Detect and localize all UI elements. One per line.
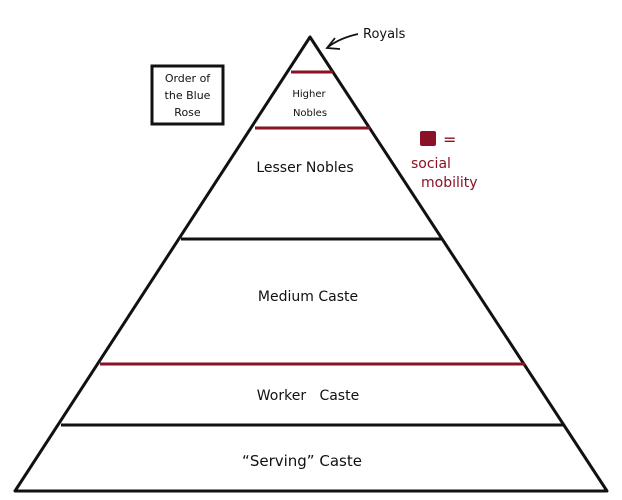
royals-annotation: Royals: [325, 27, 406, 50]
royals-arrow-head: [325, 37, 341, 50]
order-box-line3: Rose: [174, 106, 201, 119]
legend-equals: =: [443, 130, 456, 149]
legend-line2: mobility: [421, 175, 478, 191]
social-mobility-legend: = social mobility: [411, 130, 478, 191]
royals-label: Royals: [363, 27, 406, 42]
legend-swatch: [420, 131, 436, 146]
tier-higher-nobles-line1: Higher: [292, 89, 326, 100]
order-box-line1: Order of: [165, 72, 211, 85]
legend-line1: social: [411, 156, 451, 172]
tier-lesser-nobles: Lesser Nobles: [256, 160, 353, 176]
tier-serving-caste: “Serving” Caste: [242, 452, 362, 470]
order-box-frame: [150, 64, 225, 126]
order-of-the-blue-rose-box: Order of the Blue Rose: [150, 64, 225, 126]
tier-higher-nobles-line2: Nobles: [293, 108, 327, 119]
tier-worker-caste: Worker Caste: [257, 388, 359, 404]
pyramid-outline: [13, 35, 609, 493]
tier-medium-caste: Medium Caste: [258, 289, 358, 305]
order-box-line2: the Blue: [165, 89, 211, 102]
